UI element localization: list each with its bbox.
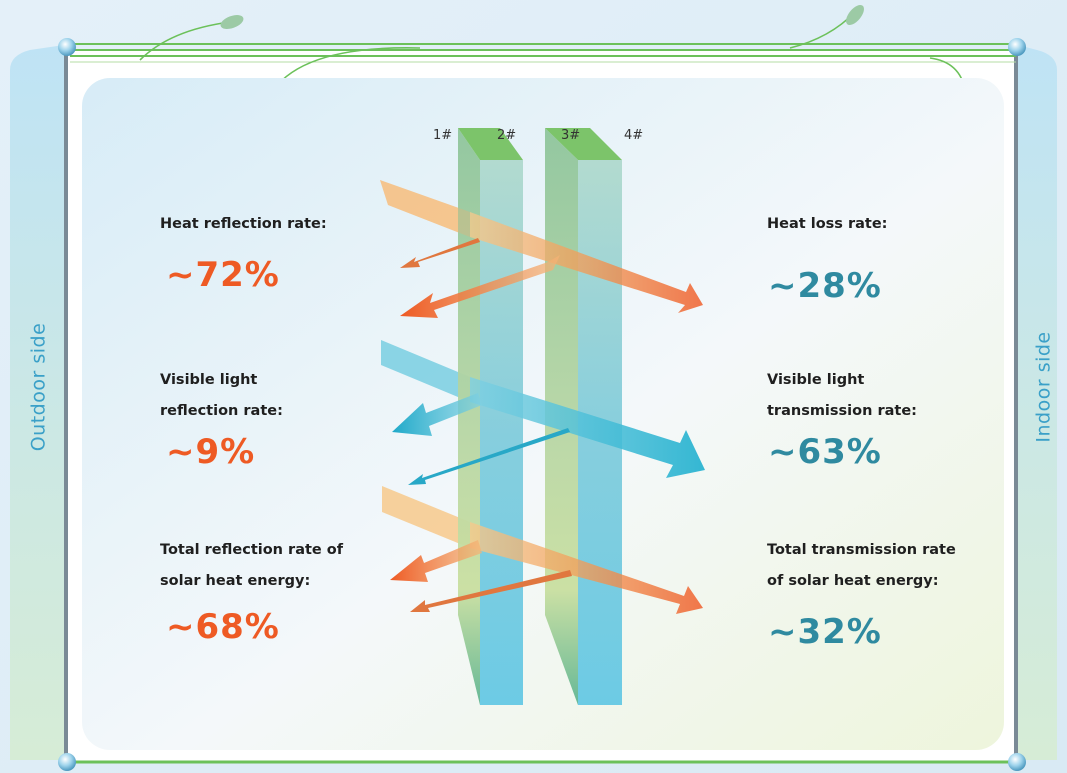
frame-left-rail xyxy=(64,50,68,762)
corner-knob-bottom-left xyxy=(58,753,76,771)
indoor-side-label: Indoor side xyxy=(1033,330,1056,443)
total-reflection-label-line2: solar heat energy: xyxy=(160,573,311,589)
total-ray xyxy=(470,522,703,614)
total-transmission-value: ~32% xyxy=(768,612,882,652)
visible-transmission-value: ~63% xyxy=(768,432,882,472)
heat-loss-label: Heat loss rate: xyxy=(767,216,888,232)
back-rays xyxy=(380,180,470,548)
total-transmission-label-line2: of solar heat energy: xyxy=(767,573,939,589)
top-green-rail xyxy=(70,43,1016,63)
indoor-side-label-box: Indoor side xyxy=(1014,0,1067,773)
corner-knob-top-right xyxy=(1008,38,1026,56)
total-reflection-arrow-large xyxy=(390,540,482,582)
corner-knob-top-left xyxy=(58,38,76,56)
frame-right-rail xyxy=(1014,50,1018,762)
total-reflection-arrow-small xyxy=(410,570,572,612)
visible-reflection-label-line1: Visible light xyxy=(160,372,258,388)
pane-number-2: 2# xyxy=(497,128,517,143)
heat-reflection-arrow-large xyxy=(400,255,560,318)
heat-reflection-arrow-small xyxy=(400,238,480,268)
pane-number-4: 4# xyxy=(624,128,644,143)
visible-transmission-label-line2: transmission rate: xyxy=(767,403,917,419)
corner-knob-bottom-right xyxy=(1008,753,1026,771)
heat-reflection-value: ~72% xyxy=(166,255,280,295)
outdoor-side-bar xyxy=(10,45,64,760)
outdoor-side-label: Outdoor side xyxy=(27,322,50,451)
total-reflection-value: ~68% xyxy=(166,607,280,647)
pane-number-1: 1# xyxy=(433,128,453,143)
indoor-side-bar xyxy=(1018,45,1057,760)
outdoor-side-label-box: Outdoor side xyxy=(8,0,68,773)
visible-reflection-label-line2: reflection rate: xyxy=(160,403,283,419)
light-ray xyxy=(470,377,705,478)
total-reflection-label-line1: Total reflection rate of xyxy=(160,542,344,558)
pane-number-3: 3# xyxy=(561,128,581,143)
visible-transmission-label-line1: Visible light xyxy=(767,372,865,388)
heat-reflection-label: Heat reflection rate: xyxy=(160,216,327,232)
visible-reflection-value: ~9% xyxy=(166,432,256,472)
heat-loss-value: ~28% xyxy=(768,266,882,306)
light-reflection-arrow-large xyxy=(392,393,482,436)
light-reflection-arrow-small xyxy=(408,428,570,485)
glass-pane-1 xyxy=(458,128,523,705)
heat-ray xyxy=(380,180,703,313)
total-transmission-label-line1: Total transmission rate xyxy=(767,542,956,558)
